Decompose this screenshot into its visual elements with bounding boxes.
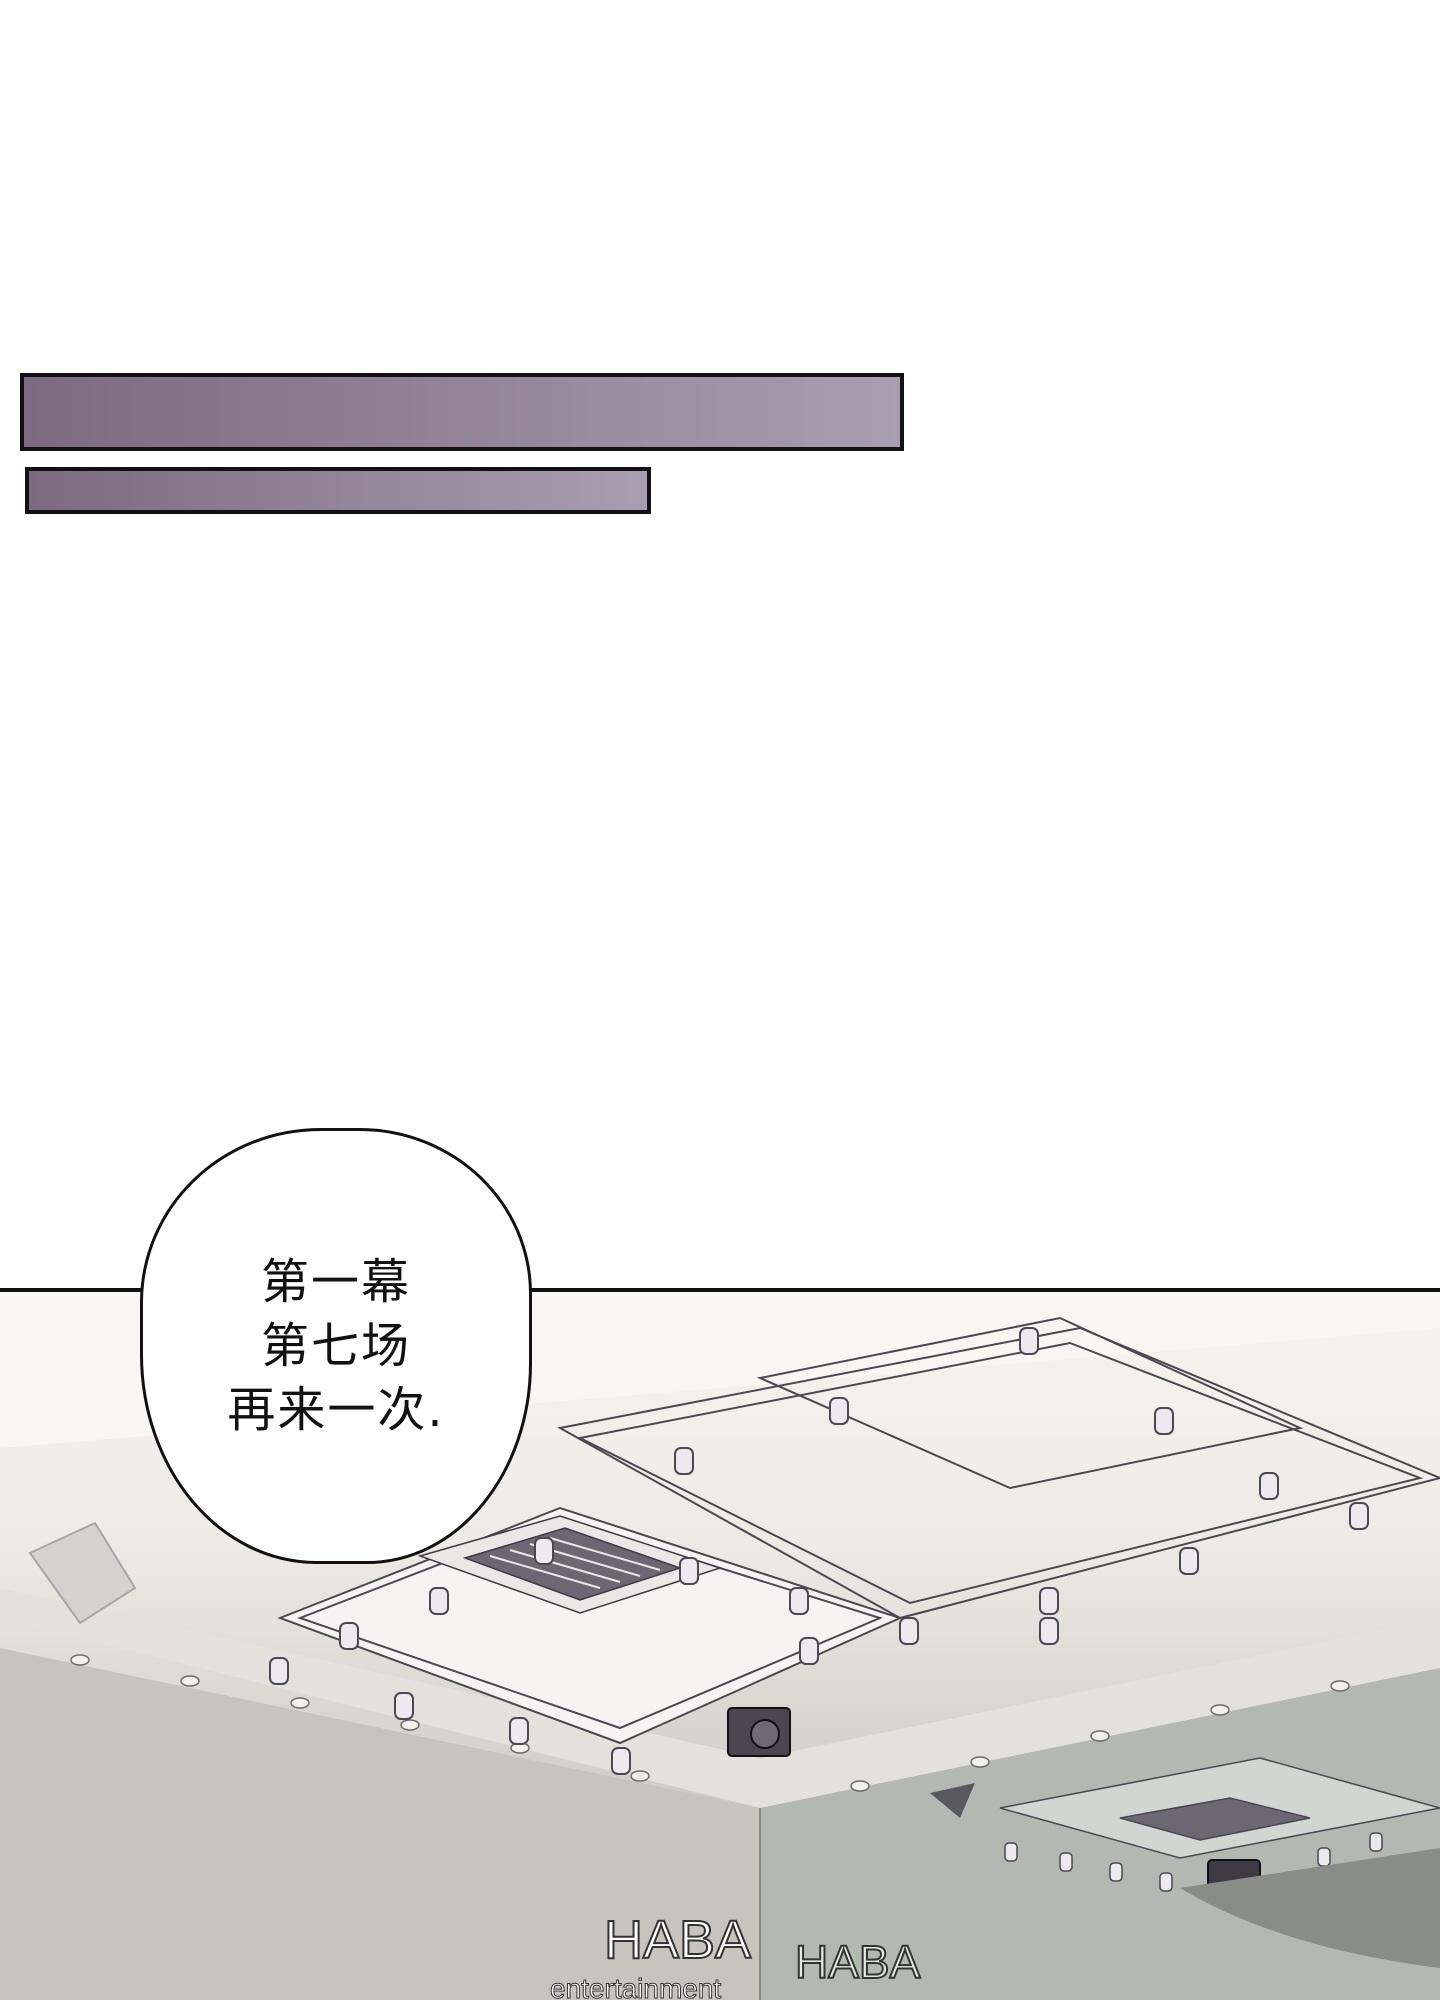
caption-bar-long [20, 373, 904, 451]
wall-sign-entertainment: entertainment [550, 1973, 721, 2000]
ceiling-scene-panel: HABA entertainment HABA [0, 1288, 1440, 2000]
wall-sign-haba-mirror: HABA [795, 1936, 921, 1988]
bubble-line-3: 再来一次. [227, 1382, 445, 1438]
bubble-line-2: 第七场 [260, 1318, 411, 1374]
panel-border [0, 1288, 1440, 1292]
caption-bar-short [25, 467, 651, 514]
wall-sign-haba: HABA [604, 1910, 751, 1970]
bubble-line-1: 第一幕 [260, 1254, 411, 1310]
speech-bubble: 第一幕 第七场 再来一次. [140, 1128, 532, 1564]
